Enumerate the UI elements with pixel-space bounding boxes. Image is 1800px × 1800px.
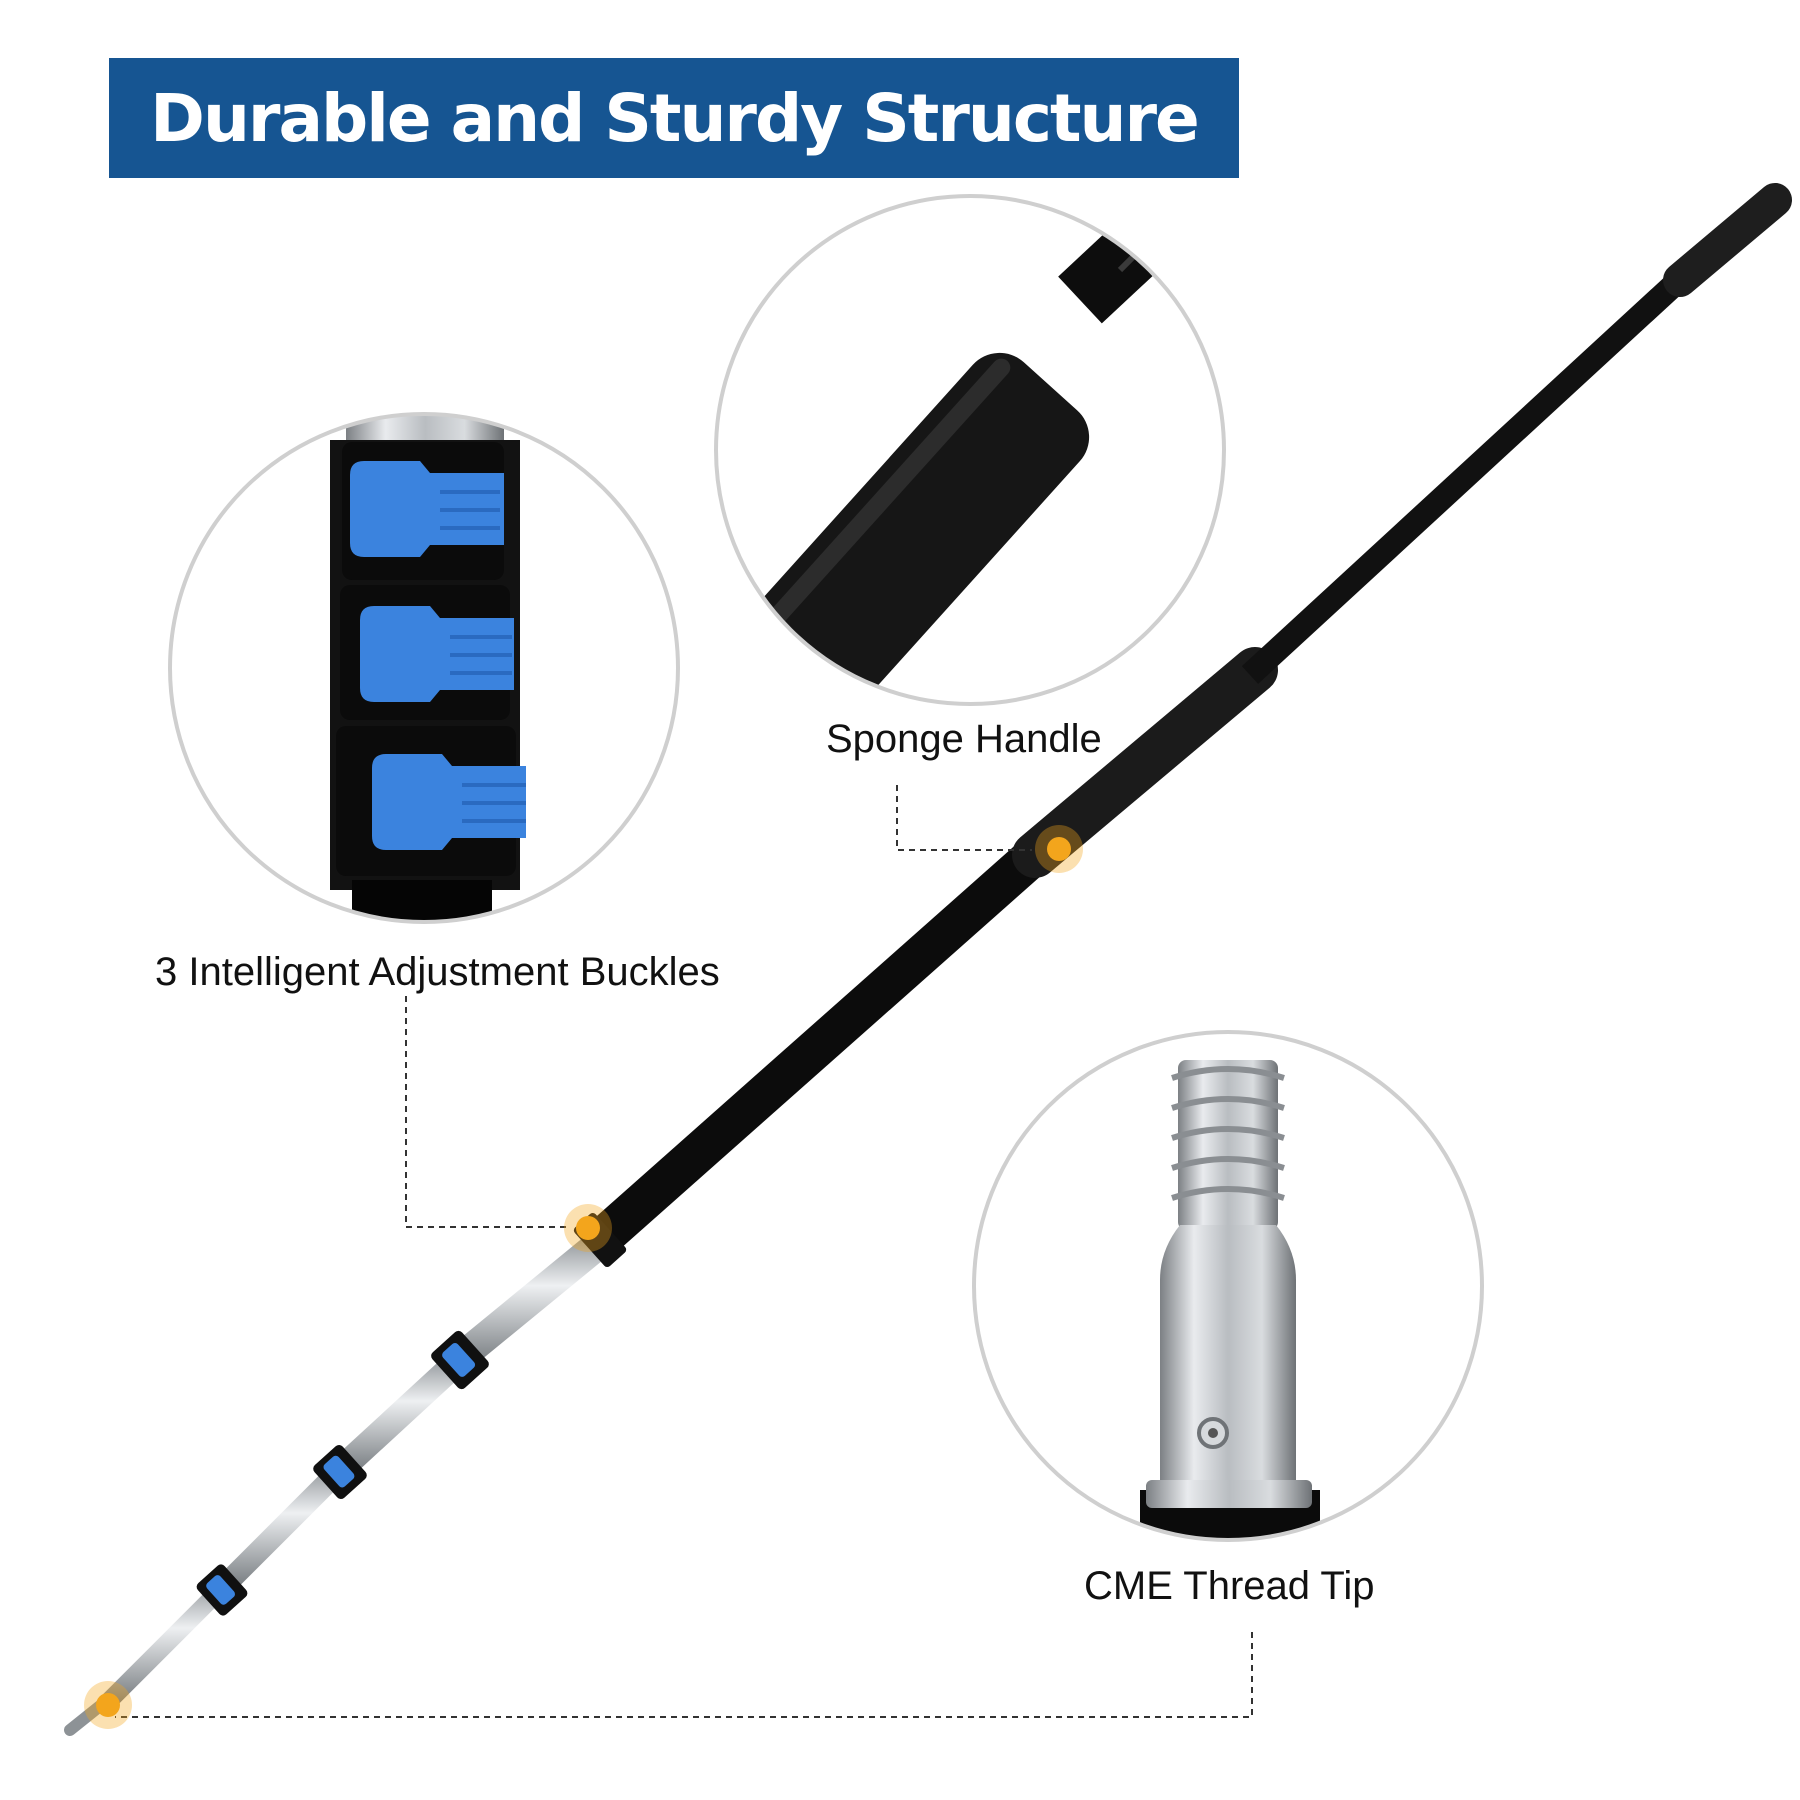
sponge-grip (1012, 647, 1278, 878)
pole-buckle-1 (431, 1330, 489, 1390)
blue-buckle-icon (350, 461, 504, 557)
title-banner: Durable and Sturdy Structure (109, 58, 1239, 178)
buckles-closeup (168, 412, 680, 924)
pole-buckle-3 (196, 1564, 248, 1616)
page-title: Durable and Sturdy Structure (150, 79, 1200, 157)
sponge-handle-marker (1035, 825, 1083, 873)
silver-section-3 (327, 1342, 478, 1483)
blue-buckle-icon (360, 606, 514, 702)
sponge-handle-leader-line (896, 785, 1032, 851)
telescopic-pole (64, 183, 1792, 1736)
black-upper-tube (1241, 261, 1699, 684)
thread-tip-leader-line (115, 1632, 1253, 1718)
thread-tip-closeup (972, 1030, 1484, 1542)
thread-tip-label: CME Thread Tip (1084, 1564, 1375, 1608)
orange-dot-icon (1047, 837, 1071, 861)
silver-section-4 (440, 1220, 625, 1377)
buckles-label: 3 Intelligent Adjustment Buckles (155, 950, 720, 994)
sponge-handle-closeup (714, 194, 1226, 706)
buckles-leader-line (405, 996, 570, 1228)
top-foam-grip (1663, 183, 1792, 297)
blue-buckle-icon (442, 1342, 476, 1377)
black-main-tube (586, 835, 1054, 1255)
blue-buckle-icon (206, 1575, 235, 1605)
silver-section-2 (214, 1454, 356, 1596)
orange-dot-icon (576, 1216, 600, 1240)
blue-buckle-icon (372, 754, 526, 850)
sponge-handle-label: Sponge Handle (826, 717, 1102, 761)
orange-dot-icon (96, 1693, 120, 1717)
blue-buckle-icon (323, 1455, 355, 1488)
buckles-marker (564, 1204, 612, 1252)
pole-buckle-2 (313, 1444, 367, 1500)
thread-tip-marker (84, 1681, 132, 1729)
